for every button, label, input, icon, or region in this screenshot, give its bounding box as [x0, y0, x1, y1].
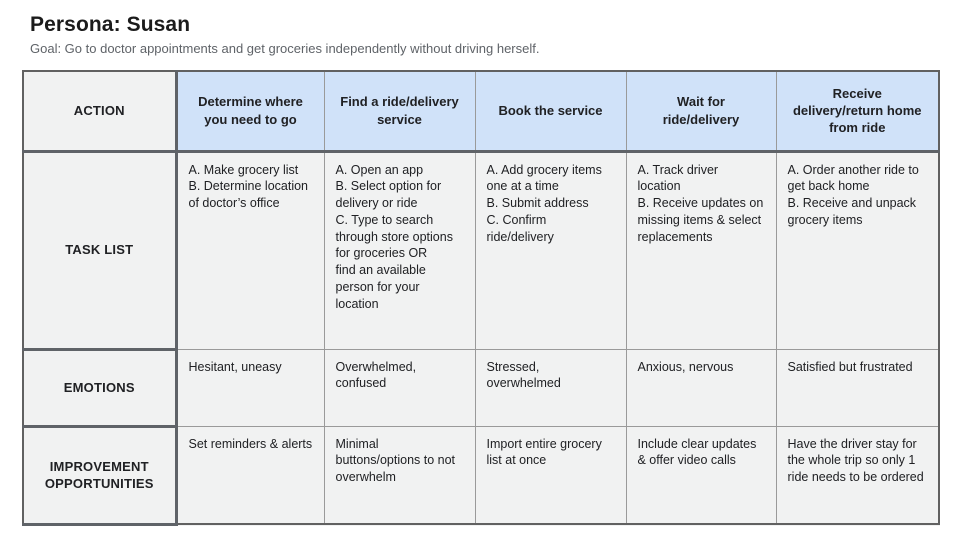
improvement-cell: Include clear updates & offer video call… — [625, 425, 777, 525]
task-list-cell: A. Add grocery items one at a time B. Su… — [474, 150, 627, 350]
improvement-cell: Minimal buttons/options to not overwhelm — [323, 425, 476, 525]
row-label-action: ACTION — [22, 70, 178, 153]
journey-map-table: ACTION Determine where you need to go Fi… — [22, 70, 940, 526]
emotion-cell: Overwhelmed, confused — [323, 348, 476, 427]
stage-header-cell: Determine where you need to go — [175, 70, 325, 153]
task-list-row: TASK LIST A. Make grocery list B. Determ… — [22, 149, 940, 351]
task-list-cell: A. Order another ride to get back home B… — [775, 150, 940, 350]
stage-header-cell: Find a ride/delivery service — [323, 70, 476, 153]
goal-subtitle: Goal: Go to doctor appointments and get … — [30, 41, 540, 56]
emotion-cell: Satisfied but frustrated — [775, 348, 940, 427]
improvement-cell: Have the driver stay for the whole trip … — [775, 425, 940, 525]
row-label-emotions: EMOTIONS — [22, 347, 178, 428]
improvement-cell: Import entire grocery list at once — [474, 425, 627, 525]
task-list-cell: A. Open an app B. Select option for deli… — [323, 150, 476, 350]
stage-header-row: ACTION Determine where you need to go Fi… — [22, 70, 940, 153]
improvements-row: IMPROVEMENT OPPORTUNITIES Set reminders … — [22, 424, 940, 526]
stage-header-cell: Receive delivery/return home from ride — [775, 70, 940, 153]
stage-header-cell: Wait for ride/delivery — [625, 70, 777, 153]
emotion-cell: Stressed, overwhelmed — [474, 348, 627, 427]
stage-header-cell: Book the service — [474, 70, 627, 153]
emotion-cell: Anxious, nervous — [625, 348, 777, 427]
task-list-cell: A. Make grocery list B. Determine locati… — [175, 150, 325, 350]
row-label-task-list: TASK LIST — [22, 149, 178, 351]
improvement-cell: Set reminders & alerts — [175, 425, 325, 525]
task-list-cell: A. Track driver location B. Receive upda… — [625, 150, 777, 350]
emotion-cell: Hesitant, uneasy — [175, 348, 325, 427]
row-label-improvements: IMPROVEMENT OPPORTUNITIES — [22, 424, 178, 526]
page-title: Persona: Susan — [30, 13, 191, 36]
emotions-row: EMOTIONS Hesitant, uneasy Overwhelmed, c… — [22, 347, 940, 428]
